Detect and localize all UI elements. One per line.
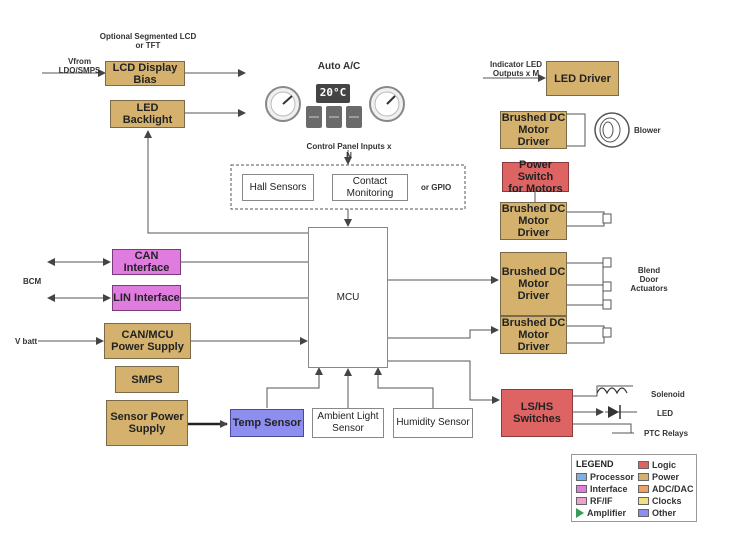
solenoid-icon <box>596 387 628 395</box>
legend-item-logic: Logic <box>638 460 676 470</box>
gpio-dashed-box <box>230 164 466 210</box>
wire-m1-blower <box>567 113 586 147</box>
hall-sensors-block: Hall Sensors <box>242 174 314 201</box>
legend-label: ADC/DAC <box>652 484 694 494</box>
wire-mcu-lshs <box>388 360 500 404</box>
wire-temp-mcu <box>266 367 323 408</box>
legend-swatch <box>638 461 649 469</box>
blower-label: Blower <box>634 126 661 135</box>
led-driver-block: LED Driver <box>546 61 619 96</box>
smps-block: SMPS <box>115 366 179 393</box>
legend-swatch <box>638 473 649 481</box>
legend-item-amplifier: Amplifier <box>576 508 626 518</box>
control-panel-label: Control Panel Inputs x N <box>306 142 392 160</box>
legend-swatch <box>638 485 649 493</box>
vbatt-label: V batt <box>15 337 38 346</box>
wire-m4-act <box>567 325 605 344</box>
ptc-relays-label: PTC Relays <box>644 429 689 438</box>
wire-lshs-ptc <box>573 423 632 433</box>
legend-swatch <box>576 497 587 505</box>
legend-swatch <box>638 509 649 517</box>
amplifier-triangle-icon <box>576 508 584 518</box>
legend-label: Amplifier <box>587 508 627 518</box>
legend-label: Processor <box>590 472 635 482</box>
legend-label: Power <box>652 472 680 482</box>
wire-lshs-solenoid <box>573 385 633 397</box>
display-temp: 20°C <box>319 86 347 99</box>
power-switch-block: Power Switch for Motors <box>502 159 569 195</box>
legend-label: RF/IF <box>590 496 613 506</box>
can-mcu-power-supply-block: CAN/MCU Power Supply <box>104 323 191 359</box>
blend-door-label: Blend Door Actuators <box>630 266 668 293</box>
legend-swatch <box>576 485 587 493</box>
vfrom-label: Vfrom LDO/SMPS <box>58 57 101 75</box>
ls-hs-switches-block: LS/HS Switches <box>501 389 573 437</box>
legend-item-power: Power <box>638 472 679 482</box>
or-gpio-label: or GPIO <box>421 183 452 192</box>
lcd-display-bias-block: LCD Display Bias <box>105 61 185 86</box>
legend-title: LEGEND <box>576 459 614 469</box>
legend-item-interface: Interface <box>576 484 628 494</box>
sensor-power-supply-block: Sensor Power Supply <box>106 400 188 446</box>
bcm-label: BCM <box>23 277 42 286</box>
optional-lcd-label: Optional Segmented LCD or TFT <box>99 32 197 50</box>
lin-interface-block: LIN Interface <box>112 285 181 311</box>
ambient-light-sensor-block: Ambient Light Sensor <box>312 408 384 438</box>
led-label: LED <box>657 409 673 418</box>
humidity-sensor-block: Humidity Sensor <box>393 408 473 438</box>
legend-label: Other <box>652 508 677 518</box>
left-gauge-icon <box>265 86 301 122</box>
legend-item-rf-if: RF/IF <box>576 496 613 506</box>
wire-mcu-backlight <box>144 130 308 234</box>
blower-icon <box>594 112 630 148</box>
legend-label: Interface <box>590 484 628 494</box>
legend-item-other: Other <box>638 508 676 518</box>
motor-driver-4-block: Brushed DC Motor Driver <box>500 316 567 354</box>
motor-driver-blower-block: Brushed DC Motor Driver <box>500 111 567 149</box>
legend-item-clocks: Clocks <box>638 496 682 506</box>
wire-m3-act1 <box>567 262 604 286</box>
legend-item-adc-dac: ADC/DAC <box>638 484 694 494</box>
motor-driver-blend-block: Brushed DC Motor Driver <box>500 252 567 316</box>
can-interface-block: CAN Interface <box>112 249 181 275</box>
indicator-led-label: Indicator LED Outputs x M <box>489 60 542 78</box>
wire-humidity-mcu <box>374 367 434 408</box>
temp-sensor-block: Temp Sensor <box>230 409 304 437</box>
legend-swatch <box>576 473 587 481</box>
solenoid-label: Solenoid <box>651 390 685 399</box>
wire-mcu-motor4 <box>388 326 499 339</box>
legend-label: Clocks <box>652 496 682 506</box>
right-gauge-icon <box>369 86 405 122</box>
mcu-block: MCU <box>308 227 388 368</box>
wire-m3-act2 <box>567 285 604 306</box>
display-panel <box>306 84 362 128</box>
led-backlight-block: LED Backlight <box>110 100 185 128</box>
legend-swatch <box>638 497 649 505</box>
wire-m2-act <box>567 211 605 227</box>
legend-label: Logic <box>652 460 676 470</box>
contact-monitoring-block: Contact Monitoring <box>332 174 408 201</box>
auto-ac-label: Auto A/C <box>317 61 361 72</box>
motor-driver-2-block: Brushed DC Motor Driver <box>500 202 567 240</box>
led-diode-icon <box>608 405 621 419</box>
legend-item-processor: Processor <box>576 472 634 482</box>
actuator-icons <box>602 213 612 338</box>
